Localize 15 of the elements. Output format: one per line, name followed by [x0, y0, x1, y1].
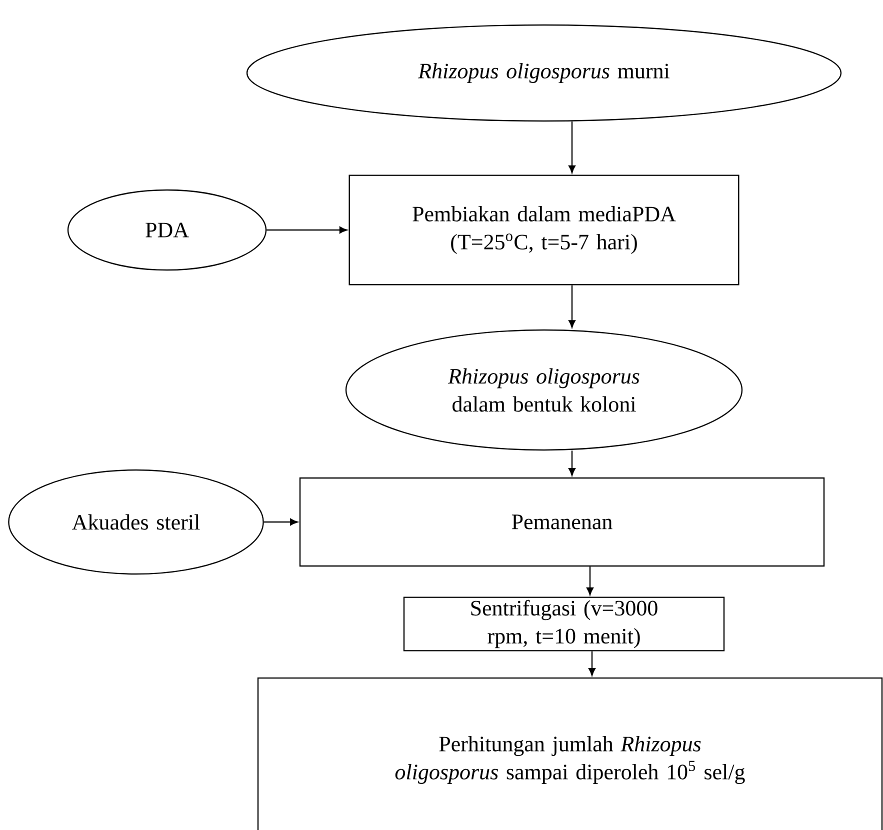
process-box: Pembiakan dalam mediaPDA (T=25$^{o}$C, t=5-7 hari): [348, 174, 740, 286]
arrow: [264, 518, 298, 526]
ellipse-node: Rhizopus oligosporus murni: [246, 24, 842, 122]
process-box: Pemanenan: [299, 477, 825, 567]
arrow: [568, 450, 576, 476]
ellipse-node: Akuades steril: [8, 469, 264, 575]
process-box: Perhitungan jumlah Rhizopus oligosporus sampai diperoleh 10$^{5}$ sel/g: [257, 677, 883, 830]
arrow: [568, 122, 576, 174]
arrow: [586, 566, 594, 596]
ellipse-node: Rhizopus oligosporus dalam bentuk koloni: [345, 329, 743, 451]
ellipse-node: PDA: [67, 189, 267, 271]
arrow: [568, 285, 576, 328]
arrow: [588, 651, 596, 676]
process-box: Sentrifugasi (v=3000 rpm, t=10 menit): [403, 596, 725, 652]
arrow: [266, 226, 348, 234]
